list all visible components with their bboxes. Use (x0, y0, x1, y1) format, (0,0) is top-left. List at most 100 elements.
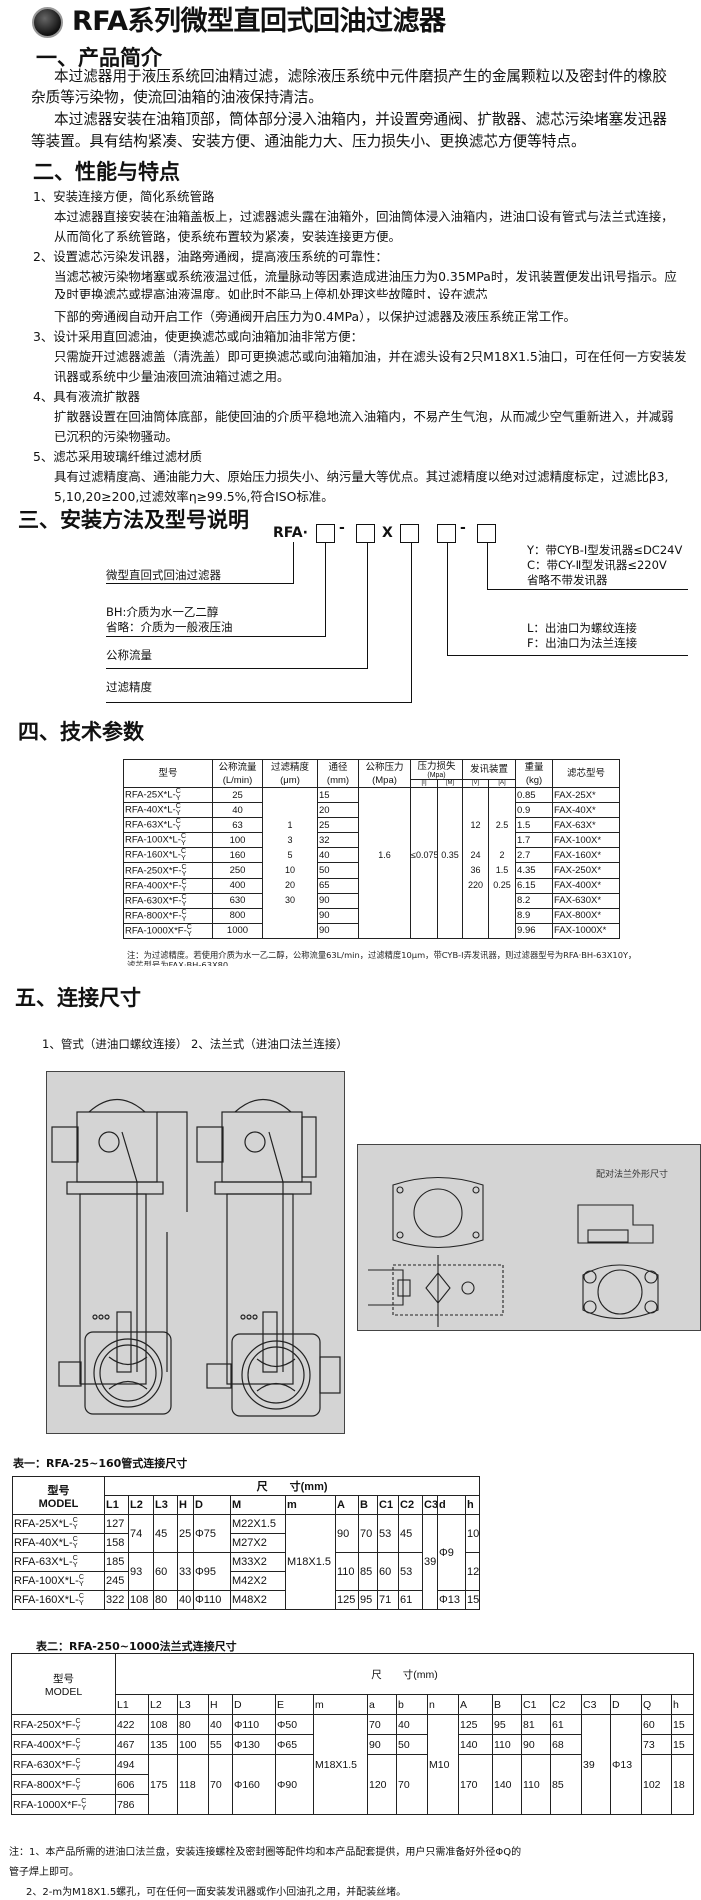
model-dash: - (460, 520, 466, 536)
element-cell: FAX-25X* (552, 786, 621, 804)
dimension-cell: 110 (335, 1552, 359, 1591)
label-signal-none: 省略不带发讯器 (527, 573, 608, 587)
dimension-cell: 55 (208, 1734, 233, 1755)
col-pressure: 公称压力(Mpa) (358, 759, 411, 788)
dimension-cell: 467 (115, 1734, 149, 1755)
dimension-cell: Φ110 (232, 1714, 276, 1735)
dimension-cell: 494 (115, 1754, 149, 1775)
dimension-cell: 245 (104, 1571, 129, 1591)
dimension-header: 尺 寸(mm) (114, 1653, 695, 1695)
tech-note-cut: 滤芯型号为FAX·BH-63X80 (127, 960, 229, 966)
col-signal: 发讯装置 (462, 759, 517, 780)
feature-text: 只需旋开过滤器滤盖（清洗盖）即可更换滤芯或向油箱加油，并在滤头设有2只M18X1… (54, 349, 687, 364)
weight-cell: 0.85 (515, 786, 554, 804)
suffix-top: C (72, 1536, 78, 1543)
dimension-cell: M42X2 (230, 1571, 286, 1591)
weight-cell: 4.35 (515, 862, 554, 879)
dimension-cell: 170 (458, 1754, 493, 1815)
model-dash: - (339, 520, 345, 536)
col-element: 滤芯型号 (552, 759, 621, 788)
flow-cell: 25 (212, 786, 263, 804)
element-cell: FAX-160X* (552, 847, 621, 864)
col-bore-unit: (mm) (326, 774, 350, 786)
flow-cell: 63 (212, 817, 263, 834)
model-name: RFA-1000X*F- (13, 1798, 82, 1811)
col-header: L1 (115, 1694, 149, 1715)
suffix-top: C (180, 833, 187, 841)
dimension-cell: 158 (104, 1533, 129, 1553)
col-pressure-loss-unit: (Mpa) (427, 772, 446, 779)
flow-cell: 400 (212, 877, 263, 894)
flow-cell: 40 (212, 802, 263, 819)
dimension-cell: Φ130 (232, 1734, 276, 1755)
model-code-box (400, 524, 419, 543)
suffix-top: C (175, 788, 181, 796)
loss-initial-cell-value (412, 789, 437, 804)
signal-current-cell-value: 2 (499, 850, 505, 860)
dimension-cell: 85 (550, 1754, 582, 1815)
pressure-cell-value (360, 803, 410, 818)
pressure-cell-value (360, 908, 410, 923)
feature-title: 5、滤芯采用玻璃纤维过滤材质 (33, 449, 202, 464)
dimension-cell: Φ75 (193, 1514, 231, 1553)
signal-current-cell-value (490, 908, 515, 923)
element-cell: FAX-63X* (552, 817, 621, 834)
dimension-cell: 95 (492, 1714, 522, 1735)
suffix-bottom: Y (75, 1784, 81, 1792)
suffix-top: C (75, 1757, 81, 1765)
flow-cell: 1000 (212, 922, 263, 940)
dimension-cell: 100 (177, 1734, 209, 1755)
dimension-cell: 68 (550, 1734, 582, 1755)
col-header: m (313, 1694, 368, 1715)
col-header: C1 (521, 1694, 551, 1715)
signal-current-cell-value (490, 833, 515, 848)
col-header: m (285, 1495, 336, 1515)
dimension-cell: 185 (104, 1552, 129, 1572)
loss-max-cell-value (439, 833, 462, 848)
dimension-cell: M22X1.5 (230, 1514, 286, 1534)
suffix-bottom: Y (72, 1524, 78, 1531)
feature-text: 已沉积的污染物骚动。 (54, 429, 178, 444)
dimension-cell: 39 (422, 1514, 438, 1610)
dimension-cell: 108 (128, 1590, 154, 1610)
dimension-cell: 50 (396, 1734, 428, 1755)
label-outlet-f: F：出油口为法兰连接 (527, 636, 638, 650)
dimension-cell: M18X1.5 (313, 1714, 368, 1815)
signal-current-cell-value (490, 803, 515, 818)
dimension-cell: 53 (398, 1552, 423, 1591)
weight-cell: 8.9 (515, 907, 554, 924)
table2-caption: 表二：RFA-250~1000法兰式连接尺寸 (36, 1640, 237, 1653)
signal-current-cell-value (490, 893, 515, 908)
dimension-cell: 95 (358, 1590, 378, 1610)
suffix-top: C (81, 1797, 87, 1805)
tube-type-section (51, 1099, 188, 1385)
filter-cross-section-image (51, 1099, 341, 1417)
filtration-cell-value: 30 (284, 895, 295, 905)
bore-cell: 90 (317, 892, 359, 909)
signal-voltage-cell-value (464, 908, 488, 923)
dimension-cell: 81 (521, 1714, 551, 1735)
dimension-cell: Φ90 (275, 1754, 314, 1815)
suffix-bottom: Y (72, 1543, 78, 1550)
intro-line: 本过滤器用于液压系统回油精过滤，滤除液压系统中元件磨损产生的金属颗粒以及密封件的… (54, 68, 667, 85)
suffix-top: C (175, 803, 181, 811)
suffix-bottom: Y (181, 870, 187, 878)
element-cell: FAX-400X* (552, 877, 621, 894)
signal-voltage-cell-value (464, 789, 488, 804)
suffix-top: C (75, 1717, 81, 1725)
leader-line (367, 543, 368, 668)
